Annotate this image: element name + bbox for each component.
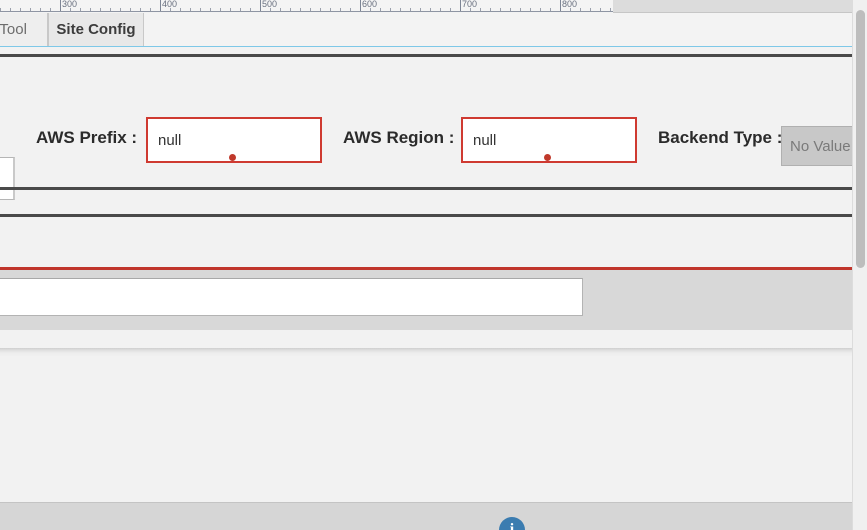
backend-type-value: No Value [790,137,851,155]
ruler-minor-tick [610,8,611,12]
ruler-minor-tick [550,8,551,12]
filter-input[interactable] [0,278,583,316]
ruler-label: 600 [362,0,378,9]
ruler-minor-tick [590,8,591,12]
tab-query-tool[interactable]: y Tool [0,13,48,46]
ruler-minor-tick [510,8,511,12]
error-divider-rule [0,267,853,270]
ruler-major-tick [260,0,261,12]
ruler-minor-tick [380,8,381,12]
bottom-status-strip [0,502,853,530]
ruler-minor-tick [330,8,331,12]
ruler-minor-tick [420,8,421,12]
backend-type-select[interactable]: No Value [781,126,853,166]
ruler-minor-tick [130,8,131,12]
ruler-minor-tick [600,8,601,12]
aws-region-label: AWS Region : [343,128,455,147]
ruler-major-tick [560,0,561,12]
ruler-minor-tick [480,8,481,12]
form-section-divider-2 [0,214,853,217]
ruler-label: 300 [62,0,78,9]
ruler-minor-tick [350,8,351,12]
ruler-major-tick [460,0,461,12]
ruler-minor-tick [120,8,121,12]
ruler-minor-tick [530,8,531,12]
ruler-minor-tick [140,8,141,12]
ruler-minor-tick [10,8,11,12]
ruler-minor-tick [280,8,281,12]
ruler-minor-tick [520,8,521,12]
horizontal-ruler: 300 400 500 600 700 800 [0,0,613,12]
ruler-minor-tick [450,8,451,12]
ruler-minor-tick [170,8,171,12]
aws-region-required-dot [544,154,551,161]
tab-bar: y Tool Site Config [0,13,853,48]
ruler-minor-tick [0,8,1,12]
ruler-minor-tick [540,8,541,12]
vertical-scrollbar[interactable] [852,0,867,530]
ruler-minor-tick [210,8,211,12]
ruler-minor-tick [100,8,101,12]
ruler-minor-tick [290,8,291,12]
ruler-minor-tick [20,8,21,12]
ruler-inactive-area [613,0,867,13]
ruler-minor-tick [500,8,501,12]
ruler-label: 700 [462,0,478,9]
ruler-minor-tick [200,8,201,12]
ruler-label: 400 [162,0,178,9]
ruler-minor-tick [240,8,241,12]
ruler-minor-tick [430,8,431,12]
tab-site-config-label: Site Config [56,21,136,38]
ruler-minor-tick [300,8,301,12]
tab-query-tool-label: y Tool [0,21,27,38]
backend-type-label: Backend Type : [658,128,783,147]
ruler-minor-tick [150,8,151,12]
ruler-label: 800 [562,0,578,9]
ruler-major-tick [60,0,61,12]
ruler-minor-tick [490,8,491,12]
ruler-minor-tick [50,8,51,12]
form-section-divider-1 [0,187,853,190]
info-badge-icon[interactable]: i [499,517,525,530]
ruler-minor-tick [580,8,581,12]
site-config-panel: AWS Prefix : AWS Region : Backend Type :… [0,47,853,530]
info-badge-glyph: i [509,521,515,530]
ruler-minor-tick [80,8,81,12]
ruler-major-tick [360,0,361,12]
ruler-minor-tick [410,8,411,12]
ruler-minor-tick [110,8,111,12]
ruler-minor-tick [30,8,31,12]
aws-prefix-required-dot [229,154,236,161]
ruler-minor-tick [90,8,91,12]
ruler-minor-tick [340,8,341,12]
ruler-minor-tick [310,8,311,12]
ruler-minor-tick [320,8,321,12]
ruler-minor-tick [390,8,391,12]
config-form-row: AWS Prefix : AWS Region : Backend Type :… [0,110,853,170]
tab-site-config[interactable]: Site Config [48,13,144,46]
ruler-baseline [0,11,613,12]
panel-top-divider [0,54,853,57]
ruler-minor-tick [230,8,231,12]
tab-bar-empty-space [144,13,853,46]
ruler-minor-tick [70,8,71,12]
vertical-scrollbar-thumb[interactable] [856,10,865,268]
ruler-minor-tick [470,8,471,12]
ruler-minor-tick [370,8,371,12]
ruler-minor-tick [220,8,221,12]
ruler-minor-tick [190,8,191,12]
ruler-minor-tick [400,8,401,12]
ruler-label: 500 [262,0,278,9]
ruler-minor-tick [440,8,441,12]
ruler-minor-tick [570,8,571,12]
ruler-minor-tick [250,8,251,12]
panel-shadow-divider [0,348,853,356]
ruler-minor-tick [180,8,181,12]
ruler-major-tick [160,0,161,12]
ruler-minor-tick [40,8,41,12]
aws-prefix-label: AWS Prefix : [36,128,138,147]
ruler-minor-tick [270,8,271,12]
